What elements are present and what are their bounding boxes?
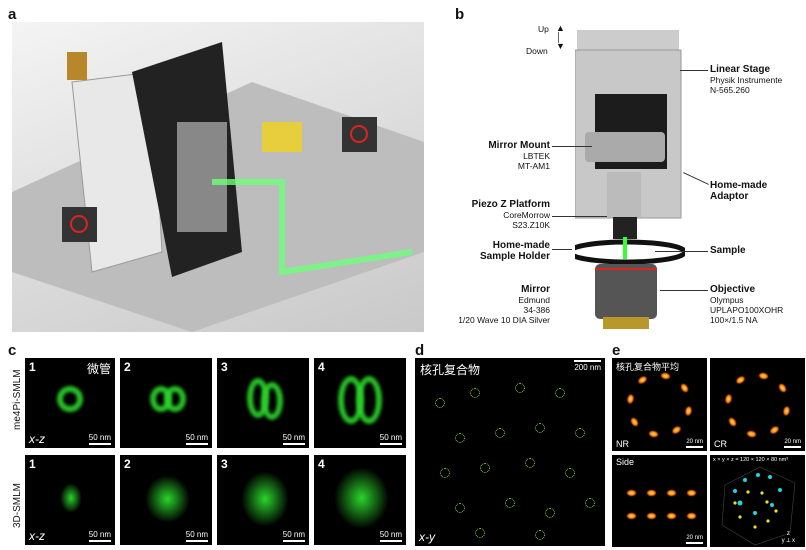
npc-ring xyxy=(435,398,445,408)
npc-subunit xyxy=(727,416,738,427)
npc-subunit xyxy=(626,394,634,405)
label-adaptor: Home-made Adaptor xyxy=(710,180,768,202)
npc-subunit xyxy=(637,374,649,385)
up-label: Up xyxy=(538,24,549,34)
panel-label-e: e xyxy=(612,342,621,359)
row-label-3d: 3D-SMLM xyxy=(12,482,23,528)
row-label-me4pi: me4Pi-SMLM xyxy=(12,369,23,430)
npc-ring xyxy=(480,463,490,473)
panel-label-b: b xyxy=(455,6,465,23)
npc-subunit xyxy=(768,425,780,435)
npc-subunit xyxy=(670,425,682,435)
npc-side-view: Side 20 nm xyxy=(612,455,707,547)
npc-subunit xyxy=(783,405,791,416)
panel-label-a: a xyxy=(8,6,17,23)
label-sample: Sample xyxy=(710,245,746,256)
npc-ring xyxy=(475,528,485,538)
stage-render xyxy=(566,12,688,332)
npc-ring xyxy=(565,468,575,478)
npc-subunit xyxy=(648,430,659,439)
microscope-setup-illustration xyxy=(12,42,424,332)
npc-ring xyxy=(440,468,450,478)
npc-ring xyxy=(470,388,480,398)
npc-wide-field-image: 核孔复合物 200 nm x-y xyxy=(415,358,605,546)
npc-subunit xyxy=(735,374,747,385)
npc-ring xyxy=(495,428,505,438)
npc-subunit xyxy=(746,430,757,439)
up-down-arrow-icon: ▲│▼ xyxy=(556,23,565,51)
npc-subunit xyxy=(724,394,732,405)
npc-ring xyxy=(545,508,555,518)
npc-ring xyxy=(585,498,595,508)
npc-subunit xyxy=(685,405,693,416)
npc-ring xyxy=(455,503,465,513)
label-sample-holder: Home-made Sample Holder xyxy=(479,240,550,262)
npc-subunit xyxy=(679,383,690,394)
panel-label-c: c xyxy=(8,342,17,359)
npc-ring xyxy=(505,498,515,508)
panel-label-d: d xyxy=(415,342,425,359)
npc-ring xyxy=(575,428,585,438)
npc-ring xyxy=(535,530,545,540)
down-label: Down xyxy=(526,46,548,56)
npc-ring xyxy=(515,383,525,393)
npc-ring xyxy=(555,388,565,398)
microscope-render xyxy=(12,22,424,332)
npc-subunit xyxy=(758,371,769,380)
npc-subunit xyxy=(629,416,640,427)
npc-ring xyxy=(525,458,535,468)
npc-ring xyxy=(535,423,545,433)
npc-subunit xyxy=(777,383,788,394)
npc-ring xyxy=(455,433,465,443)
